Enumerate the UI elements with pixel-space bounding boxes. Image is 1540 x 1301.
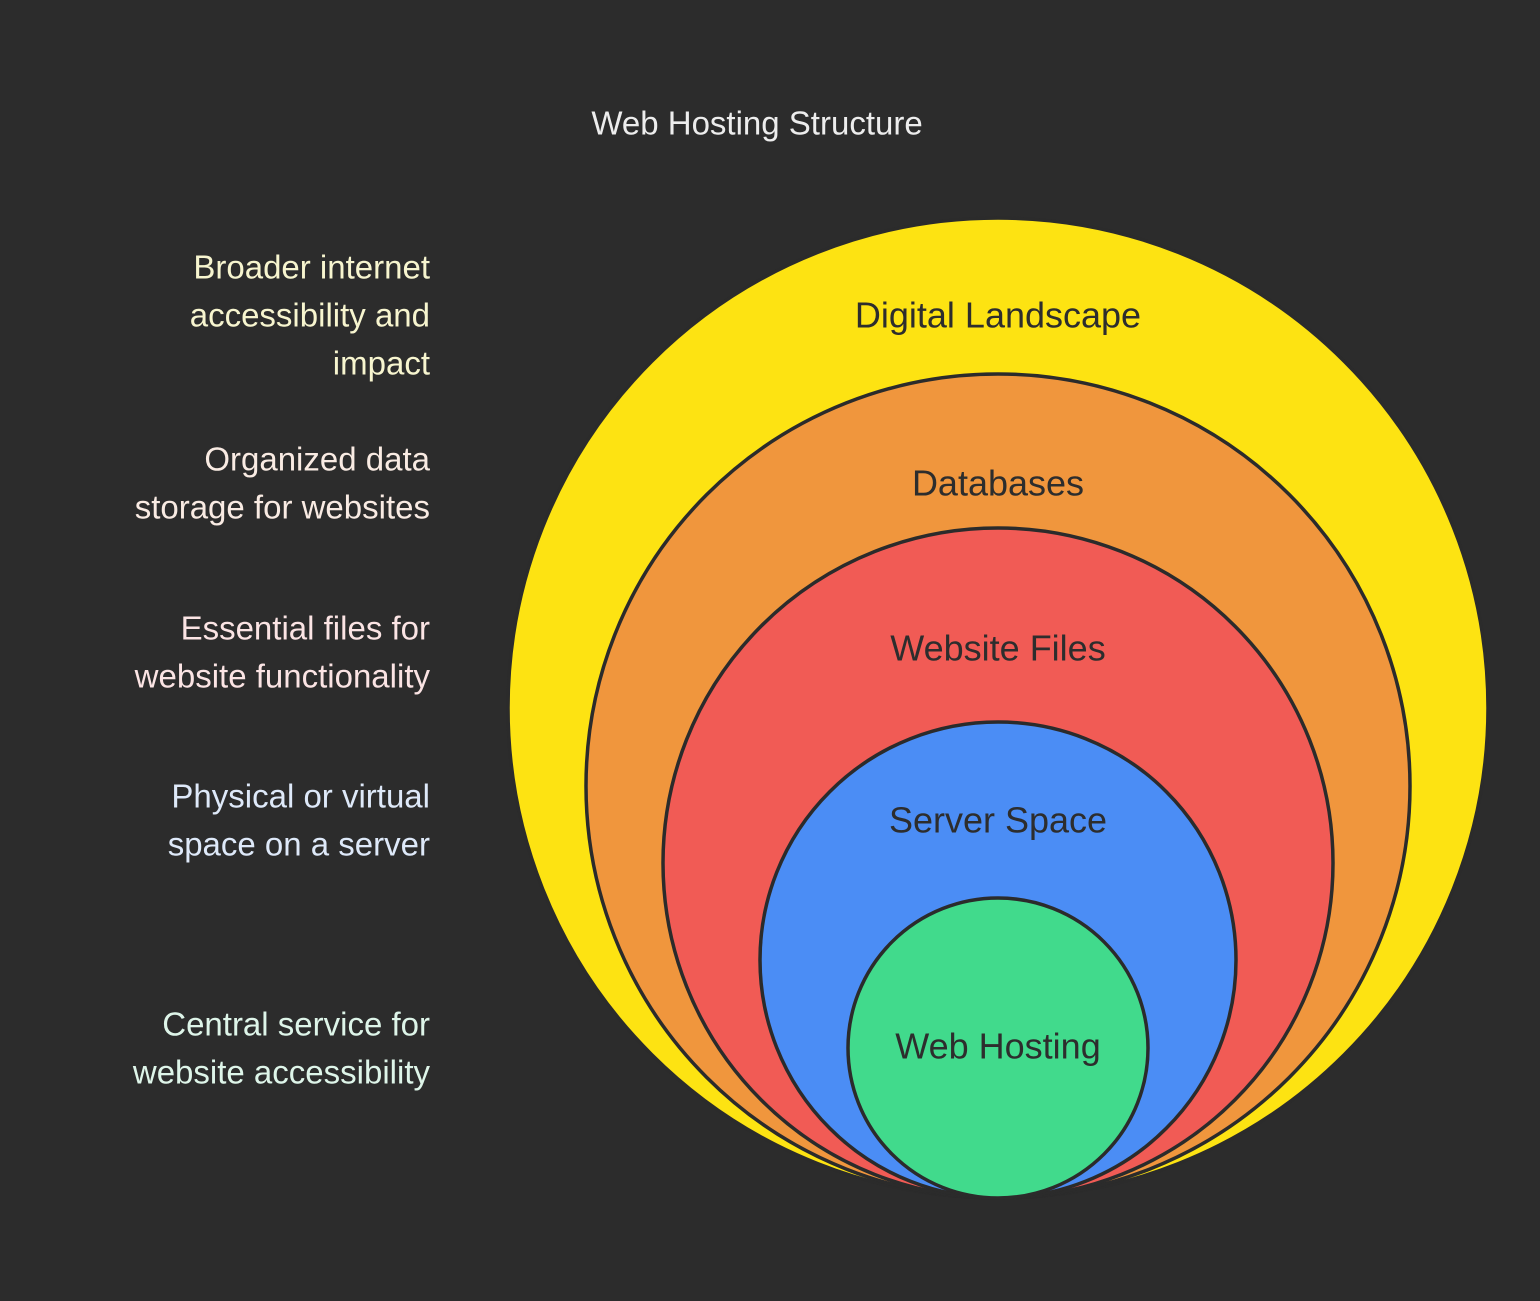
description-digital-landscape: Broader internet accessibility and impac… <box>190 249 430 382</box>
ring-label-server-space: Server Space <box>889 800 1107 841</box>
description-line: Central service for <box>162 1006 430 1043</box>
circle-web-hosting <box>846 896 1150 1200</box>
ring-label-digital-landscape: Digital Landscape <box>855 295 1141 336</box>
description-line: accessibility and <box>190 297 430 334</box>
description-website-files: Essential files for website functionalit… <box>134 610 431 695</box>
description-line: storage for websites <box>135 489 430 526</box>
diagram-title: Web Hosting Structure <box>591 105 922 142</box>
description-line: Broader internet <box>193 249 430 286</box>
description-web-hosting: Central service for website accessibilit… <box>132 1006 431 1091</box>
description-line: space on a server <box>168 826 430 863</box>
ring-label-website-files: Website Files <box>890 628 1105 669</box>
ring-label-web-hosting: Web Hosting <box>895 1026 1100 1067</box>
description-server-space: Physical or virtual space on a server <box>168 778 430 863</box>
description-line: website accessibility <box>132 1054 431 1091</box>
description-line: Essential files for <box>181 610 430 647</box>
description-line: impact <box>333 345 430 382</box>
description-line: Organized data <box>204 441 430 478</box>
description-databases: Organized data storage for websites <box>135 441 431 526</box>
ring-label-databases: Databases <box>912 463 1084 504</box>
description-line: Physical or virtual <box>171 778 430 815</box>
description-line: website functionality <box>134 658 431 695</box>
